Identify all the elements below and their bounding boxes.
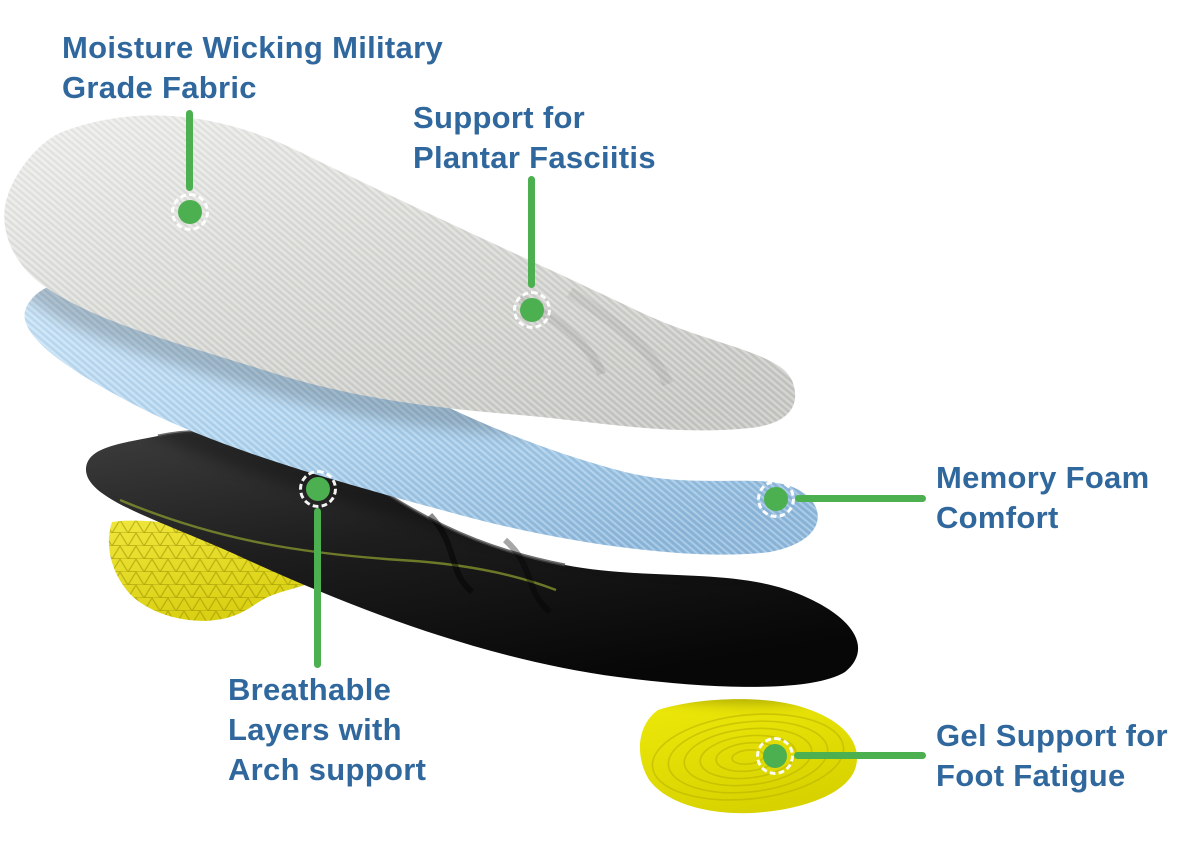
- callout-label-line: Gel Support for: [936, 718, 1168, 753]
- marker-dot: [763, 744, 787, 768]
- gel-heel-pad: [639, 699, 858, 814]
- gel-forefoot-pad-texture: [108, 520, 332, 621]
- callout-label-line: Foot Fatigue: [936, 758, 1126, 793]
- callout-line-gel: [794, 752, 926, 759]
- callout-label-line: Arch support: [228, 752, 427, 787]
- marker-dot: [520, 298, 544, 322]
- callout-label-line: Layers with: [228, 712, 402, 747]
- base-layer-trim-line: [119, 498, 557, 592]
- callout-label-line: Plantar Fasciitis: [413, 140, 656, 175]
- gel-forefoot-pad: [108, 520, 332, 621]
- callout-marker-memory-foam: [757, 480, 795, 518]
- callout-line-memory-foam: [795, 495, 926, 502]
- callout-line-plantar: [528, 176, 535, 288]
- marker-dot: [178, 200, 202, 224]
- callout-label-line: Memory Foam: [936, 460, 1150, 495]
- callout-label-line: Grade Fabric: [62, 70, 257, 105]
- fabric-crease: [566, 287, 674, 387]
- callout-marker-fabric: [171, 193, 209, 231]
- callout-label-breathable: Breathable Layers with Arch support: [228, 670, 426, 790]
- callout-label-fabric: Moisture Wicking Military Grade Fabric: [62, 28, 443, 108]
- fabric-texture: [4, 115, 796, 431]
- callout-line-fabric: [186, 110, 193, 191]
- callout-label-line: Breathable: [228, 672, 392, 707]
- gel-heel-pad-rings: [651, 713, 845, 801]
- callout-label-memory-foam: Memory Foam Comfort: [936, 458, 1149, 538]
- callout-label-gel: Gel Support for Foot Fatigue: [936, 716, 1168, 796]
- callout-label-plantar: Support for Plantar Fasciitis: [413, 98, 656, 178]
- callout-marker-gel: [756, 737, 794, 775]
- base-layer-contour: [502, 537, 552, 615]
- callout-marker-breathable: [299, 470, 337, 508]
- callout-marker-plantar: [513, 291, 551, 329]
- callout-label-line: Comfort: [936, 500, 1059, 535]
- callout-line-breathable: [314, 508, 321, 668]
- callout-label-line: Support for: [413, 100, 586, 135]
- callout-label-line: Moisture Wicking Military: [62, 30, 443, 65]
- marker-dot: [306, 477, 330, 501]
- marker-dot: [764, 487, 788, 511]
